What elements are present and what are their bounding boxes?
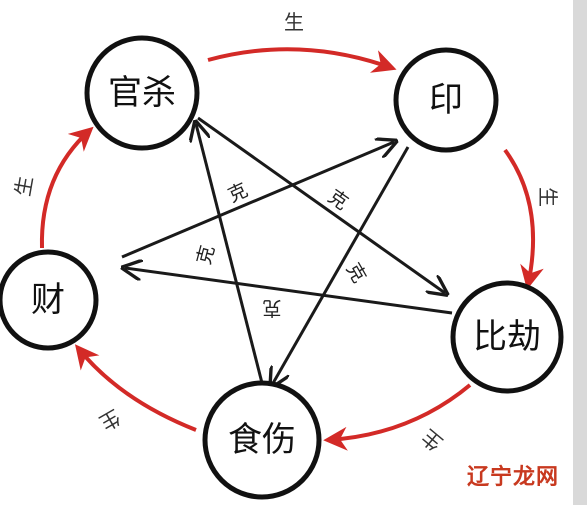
control-arrow-bijie-cai [125, 268, 453, 315]
generate-arrow-shishang-cai [74, 344, 197, 432]
watermark: 辽宁龙网 [466, 465, 559, 490]
generate-arrow-bijie-shishang [323, 383, 472, 451]
generate-arrow-cai-guansha [39, 126, 94, 249]
generate-arrow-guansha-yin [207, 47, 397, 73]
generate-label-bottom-right: 生 [417, 424, 448, 455]
generate-arrow-yin-bijie [503, 148, 544, 290]
control-arrow-yin-shishang [272, 146, 410, 385]
control-arrow-shishang-guansha [196, 124, 264, 384]
control-arrow-cai-yin [121, 142, 394, 259]
control-arrow-guansha-bijie [197, 116, 445, 293]
generate-label-left: 生 [10, 174, 37, 198]
generate-label-top: 生 [284, 10, 304, 34]
generate-label-bottom-left: 生 [95, 405, 124, 436]
node-guansha: 官杀 [84, 35, 200, 151]
node-cai: 财 [0, 249, 99, 351]
control-label-bottom: 克 [262, 297, 281, 319]
node-shishang-label: 食伤 [228, 420, 296, 460]
node-cai-label: 财 [31, 280, 65, 320]
node-yin: 印 [393, 47, 499, 153]
node-bijie-label: 比劫 [473, 317, 541, 357]
control-label-left: 克 [193, 243, 219, 267]
node-bijie: 比劫 [450, 280, 564, 394]
right-edge-strip [573, 0, 587, 505]
control-label-right: 克 [342, 259, 371, 286]
node-guansha-label: 官杀 [108, 73, 176, 113]
node-shishang: 食伤 [202, 380, 322, 500]
node-yin-label: 印 [429, 80, 463, 120]
generate-label-right: 生 [536, 187, 560, 207]
